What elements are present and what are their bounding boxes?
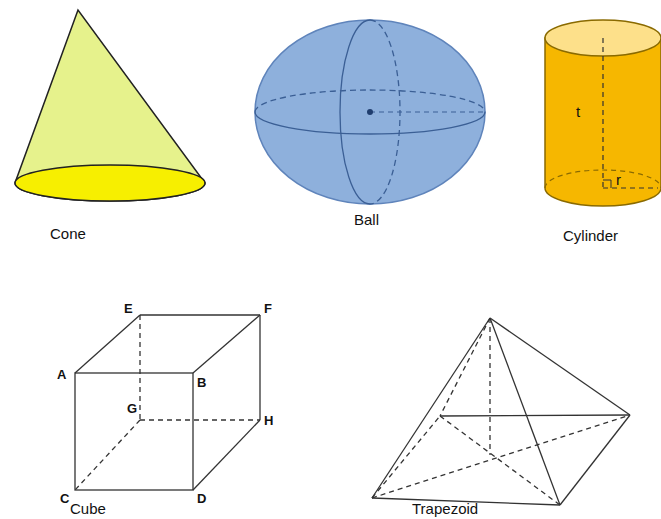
- vertex-label: D: [197, 492, 206, 505]
- dimension-label: r: [616, 172, 621, 187]
- vertex-label: A: [57, 368, 66, 381]
- shape-name: Trapezoid: [412, 501, 478, 516]
- pyramid-figure: [372, 318, 630, 505]
- shape-name: Cone: [50, 226, 86, 241]
- shape-name: Ball: [354, 212, 379, 227]
- cube-figure: [75, 315, 260, 490]
- shape-name: Cube: [70, 501, 106, 516]
- vertex-label: G: [127, 402, 137, 415]
- vertex-label: H: [264, 414, 273, 427]
- cylinder-figure: [545, 20, 661, 206]
- dimension-label: t: [576, 104, 580, 119]
- cone-figure: [15, 10, 205, 201]
- vertex-label: B: [197, 376, 206, 389]
- ball-figure: [255, 20, 485, 204]
- vertex-label: C: [60, 492, 69, 505]
- vertex-label: F: [264, 302, 272, 315]
- vertex-label: E: [124, 302, 133, 315]
- shape-name: Cylinder: [563, 228, 618, 243]
